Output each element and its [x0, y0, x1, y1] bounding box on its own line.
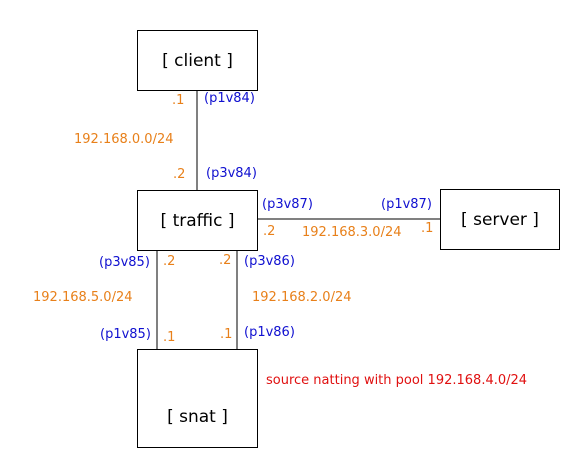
traffic-port-label-bottom-right: (p3v86) — [244, 254, 295, 269]
traffic-port-label-bottom-left: (p3v85) — [99, 255, 150, 270]
snat-host-label-left: .1 — [163, 330, 176, 345]
client-host-label: .1 — [172, 93, 185, 108]
subnet-label-traffic-snat-right: 192.168.2.0/24 — [252, 290, 352, 305]
snat-host-label-right: .1 — [220, 327, 233, 342]
traffic-host-label-right: .2 — [263, 224, 276, 239]
snat-annotation: source natting with pool 192.168.4.0/24 — [266, 373, 528, 388]
traffic-port-label-right: (p3v87) — [262, 197, 313, 212]
traffic-host-label-bottom-right: .2 — [219, 253, 232, 268]
traffic-node: [ traffic ] — [137, 190, 258, 251]
traffic-host-label-bottom-left: .2 — [163, 254, 176, 269]
subnet-label-client-traffic: 192.168.0.0/24 — [74, 132, 174, 147]
client-port-label: (p1v84) — [204, 91, 255, 106]
subnet-label-traffic-server: 192.168.3.0/24 — [302, 225, 402, 240]
traffic-host-label-top: .2 — [173, 167, 186, 182]
snat-port-label-right: (p1v86) — [244, 325, 295, 340]
server-node: [ server ] — [440, 189, 560, 250]
snat-node: [ snat ] — [137, 349, 258, 448]
server-host-label: .1 — [421, 221, 434, 236]
subnet-label-traffic-snat-left: 192.168.5.0/24 — [33, 290, 133, 305]
client-node: [ client ] — [137, 30, 258, 91]
snat-port-label-left: (p1v85) — [100, 327, 151, 342]
server-port-label: (p1v87) — [381, 197, 432, 212]
traffic-port-label-top: (p3v84) — [206, 166, 257, 181]
